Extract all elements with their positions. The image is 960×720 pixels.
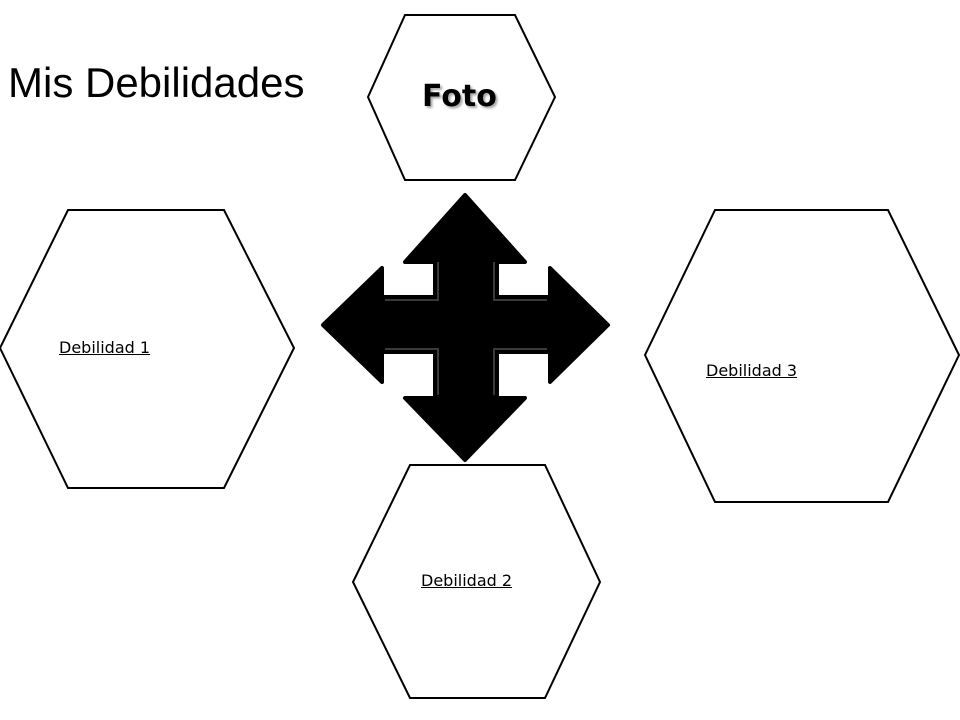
arrow-bevel-highlight	[493, 348, 547, 395]
page-title: Mis Debilidades	[8, 59, 305, 106]
weakness-1-hexagon	[0, 209, 296, 489]
arrow-bevel-highlight	[493, 262, 547, 301]
four-way-arrow-icon	[321, 193, 610, 462]
arrow-bevel-highlight	[385, 262, 439, 301]
weakness-1-label[interactable]: Debilidad 1	[59, 338, 151, 357]
weakness-2-label[interactable]: Debilidad 2	[421, 571, 513, 590]
photo-hexagon	[366, 14, 557, 181]
arrow-bevel-highlight	[385, 348, 439, 395]
weakness-3-label[interactable]: Debilidad 3	[706, 361, 798, 380]
weakness-3-hexagon	[643, 209, 960, 503]
weakness-2-hexagon	[351, 464, 602, 699]
photo-label: Foto	[422, 79, 497, 114]
